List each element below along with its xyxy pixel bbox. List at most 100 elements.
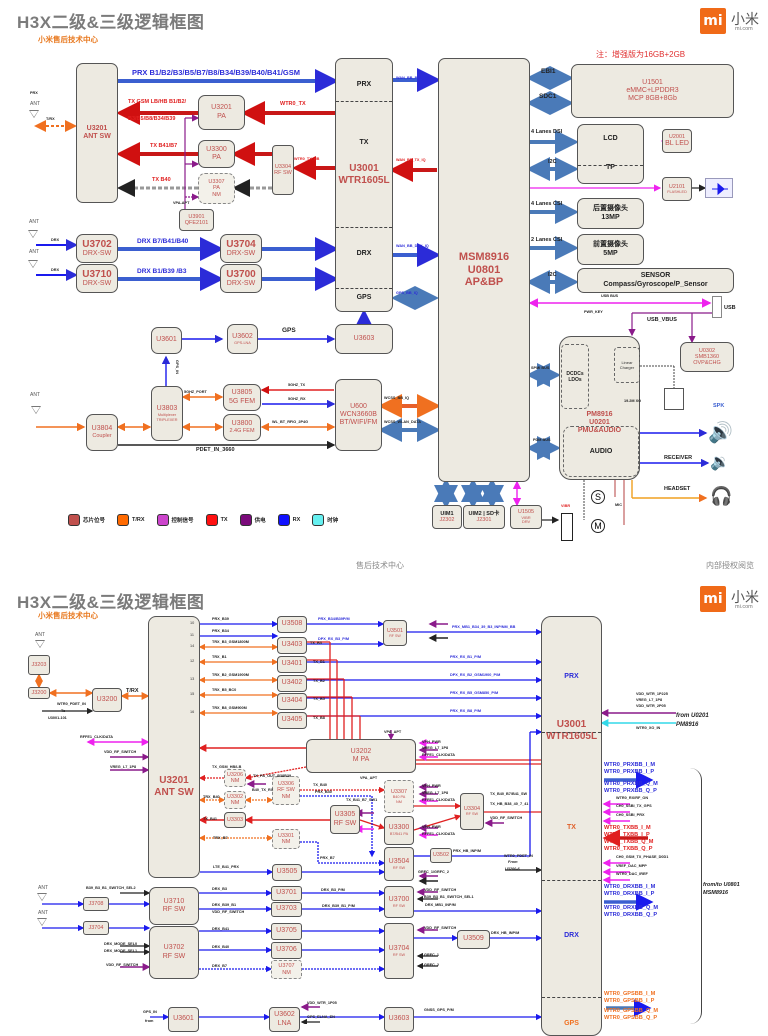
csi2-label: 2 Lanes CSI xyxy=(531,237,563,243)
u3803-block[interactable]: U3803 Multiplexer TRIPLEXER xyxy=(151,386,183,441)
u3602-block[interactable]: U3602 LNA xyxy=(269,1007,300,1032)
block-name: 2.4G FEM xyxy=(229,428,255,435)
block-ref: U3501 xyxy=(386,627,404,634)
vpa-apt-label: VPA_APT xyxy=(384,730,402,734)
rf-sw-u3304-block[interactable]: U3304 RF SW xyxy=(272,145,294,195)
rear-camera-block[interactable]: 后置摄像头 13MP xyxy=(577,198,644,229)
uim2-sd-block[interactable]: UIM2 | SD卡 J2301 xyxy=(463,505,505,529)
u3206-block[interactable]: U3206 NM xyxy=(224,769,246,787)
u3703-block[interactable]: U3703 xyxy=(271,902,302,917)
u3701-block[interactable]: U3701 xyxy=(271,886,302,901)
u3704-block[interactable]: U3704 DRX-SW xyxy=(220,234,262,263)
j3200-block[interactable]: J3200 xyxy=(28,687,50,699)
u3402-block[interactable]: U3402 xyxy=(277,675,307,692)
flashled-block[interactable]: U2101 FLASHLED xyxy=(662,177,692,201)
u3804-block[interactable]: U3804 Coupler xyxy=(86,414,118,451)
lcd-tp-block[interactable]: LCD TP xyxy=(577,124,644,184)
u3300-block[interactable]: U3300 B7/B41 PA xyxy=(384,816,414,845)
block-name: NM xyxy=(281,839,291,845)
pa-u3201-block[interactable]: U3201 PA xyxy=(198,95,245,130)
smb1360-block[interactable]: U0302 SMB1360 OVP&CHG xyxy=(680,342,734,372)
baseband-label: WTR0_PRXBB_Q_M xyxy=(604,781,658,787)
wtr0-pdet-in-label: WTR0_PDET_IN xyxy=(504,854,533,858)
u3305-block[interactable]: U3305 RF SW xyxy=(330,805,360,834)
u3710-rfsw-block[interactable]: U3710 RF SW xyxy=(149,887,199,925)
u3303-block[interactable]: U3303 xyxy=(224,812,246,828)
u3800-block[interactable]: U3800 2.4G FEM xyxy=(223,414,261,441)
ant-sw-block[interactable]: U3201 ANT SW xyxy=(76,63,118,203)
u3307-block[interactable]: U3307 B40 PA NM xyxy=(384,780,414,813)
u3306-block[interactable]: U3306 RF SW NM xyxy=(272,776,300,805)
block-ref: U0201 xyxy=(589,418,610,426)
block-ref: U3307 xyxy=(390,788,408,795)
u3404-block[interactable]: U3404 xyxy=(277,693,307,710)
u3505-block[interactable]: U3505 xyxy=(272,864,302,881)
mic-label: MIC xyxy=(615,503,622,507)
j3203-block[interactable]: J3203 xyxy=(28,655,50,675)
bl-led-block[interactable]: U2001 BL LED xyxy=(662,129,692,153)
u3601-block[interactable]: U3601 xyxy=(168,1007,199,1032)
prx-output-label: PRX_MB1_B34_39_B3_INP/NM_BB xyxy=(452,625,516,629)
msm8916-block[interactable]: MSM8916 U0801 AP&BP xyxy=(438,58,530,482)
signal-label: TRX_B8_GSM900M xyxy=(212,706,247,710)
block-ref: U3704 xyxy=(226,238,256,250)
u3602-block[interactable]: U3602 GPS-LNA xyxy=(227,324,258,354)
u3805-block[interactable]: U3805 5G FEM xyxy=(223,384,261,411)
wtr1605l-block[interactable]: PRX TX U3001 WTR1605L DRX GPS xyxy=(335,58,393,312)
u3202-mpa-block[interactable]: U3202 M PA xyxy=(306,739,416,773)
baseband-label: WTR0_DRXBB_Q_M xyxy=(604,905,659,911)
u3301-block[interactable]: U3301 NM xyxy=(272,829,300,849)
u3603-block[interactable]: U3603 xyxy=(384,1007,414,1032)
u3304-block[interactable]: U3304 RF SW xyxy=(460,793,484,830)
u3200-block[interactable]: U3200 xyxy=(92,688,122,712)
legend-label: 控制信号 xyxy=(171,518,194,524)
u3501-block[interactable]: U3501 RF SW xyxy=(383,620,407,646)
wcn3660-block[interactable]: U600 WCN3660B BT/WIFI/FM xyxy=(335,379,382,451)
wtr1605l-block-p2[interactable]: PRX U3001 WTR1605L TX DRX GPS xyxy=(541,616,602,1036)
u3508-block[interactable]: U3508 xyxy=(277,616,307,633)
pa-u3307-block[interactable]: U3307 PA NM xyxy=(198,173,235,204)
trx-label: T/RX xyxy=(46,117,55,121)
rffe1-label-3: RFFE1_CLK/DATA xyxy=(422,832,455,836)
j3704-block[interactable]: J3704 xyxy=(83,921,109,935)
legend-item: 控制信号 xyxy=(156,514,194,526)
u3710-block[interactable]: U3710 DRX-SW xyxy=(76,264,118,293)
u3502-block[interactable]: U3502 xyxy=(430,848,452,863)
legend-label: 芯片位号 xyxy=(83,518,106,524)
u3403-block[interactable]: U3403 xyxy=(277,637,307,654)
vibr-drv-block[interactable]: U1505 VIBR DRV xyxy=(510,505,542,529)
section-divider xyxy=(336,227,392,228)
ant-sw-u3201-block[interactable]: U3201 ANT SW xyxy=(148,616,200,878)
u3706-block[interactable]: U3706 xyxy=(271,942,302,959)
wtr-section-tx: TX xyxy=(567,824,576,832)
memory-block[interactable]: U1501 eMMC+LPDDR3 MCP 8GB+8Gb xyxy=(571,64,734,118)
front-camera-block[interactable]: 前置摄像头 5MP xyxy=(577,234,644,265)
u3707-block[interactable]: U3707 NM xyxy=(271,960,302,979)
u3405-block[interactable]: U3405 xyxy=(277,712,307,729)
u3302-block[interactable]: U3302 NM xyxy=(224,791,246,809)
u3705-block[interactable]: U3705 xyxy=(271,923,302,940)
u3702-block[interactable]: U3702 DRX-SW xyxy=(76,234,118,263)
u3702-rfsw-block[interactable]: U3702 RF SW xyxy=(149,926,199,979)
u3509-block[interactable]: U3509 xyxy=(457,930,490,949)
u3603-block[interactable]: U3603 xyxy=(335,324,393,354)
uim1-block[interactable]: UIM1 J2302 xyxy=(432,505,462,529)
u3504-block[interactable]: U3504 RF SW xyxy=(384,847,414,881)
qfe-block[interactable]: U3901 QFE2101 xyxy=(179,209,214,231)
u3401-block[interactable]: U3401 xyxy=(277,656,307,673)
j3708-block[interactable]: J3708 xyxy=(83,897,109,911)
pa-u3300-block[interactable]: U3300 PA xyxy=(198,140,235,168)
sensor-block[interactable]: SENSOR Compass/Gyroscope/P_Sensor xyxy=(577,268,734,293)
block-ref: U3206 xyxy=(226,771,244,778)
u3700-block[interactable]: U3700 DRX-SW xyxy=(220,264,262,293)
u3700-rfsw-block[interactable]: U3700 RF SW xyxy=(384,886,414,918)
baseband-label: CH0_SSBI_PRX xyxy=(616,813,645,817)
u3601-block[interactable]: U3601 xyxy=(151,327,182,354)
legend-item: 供电 xyxy=(239,514,266,526)
legend-label: T/RX xyxy=(132,517,145,523)
block-ref: U600 xyxy=(350,402,367,410)
block-ref: U3300 xyxy=(388,824,410,832)
u3704-rfsw-block[interactable]: U3704 RF SW xyxy=(384,923,414,979)
b40-tx-rx-label: B40_TX_RX xyxy=(252,788,274,792)
footer-center: 售后技术中心 xyxy=(356,561,404,570)
